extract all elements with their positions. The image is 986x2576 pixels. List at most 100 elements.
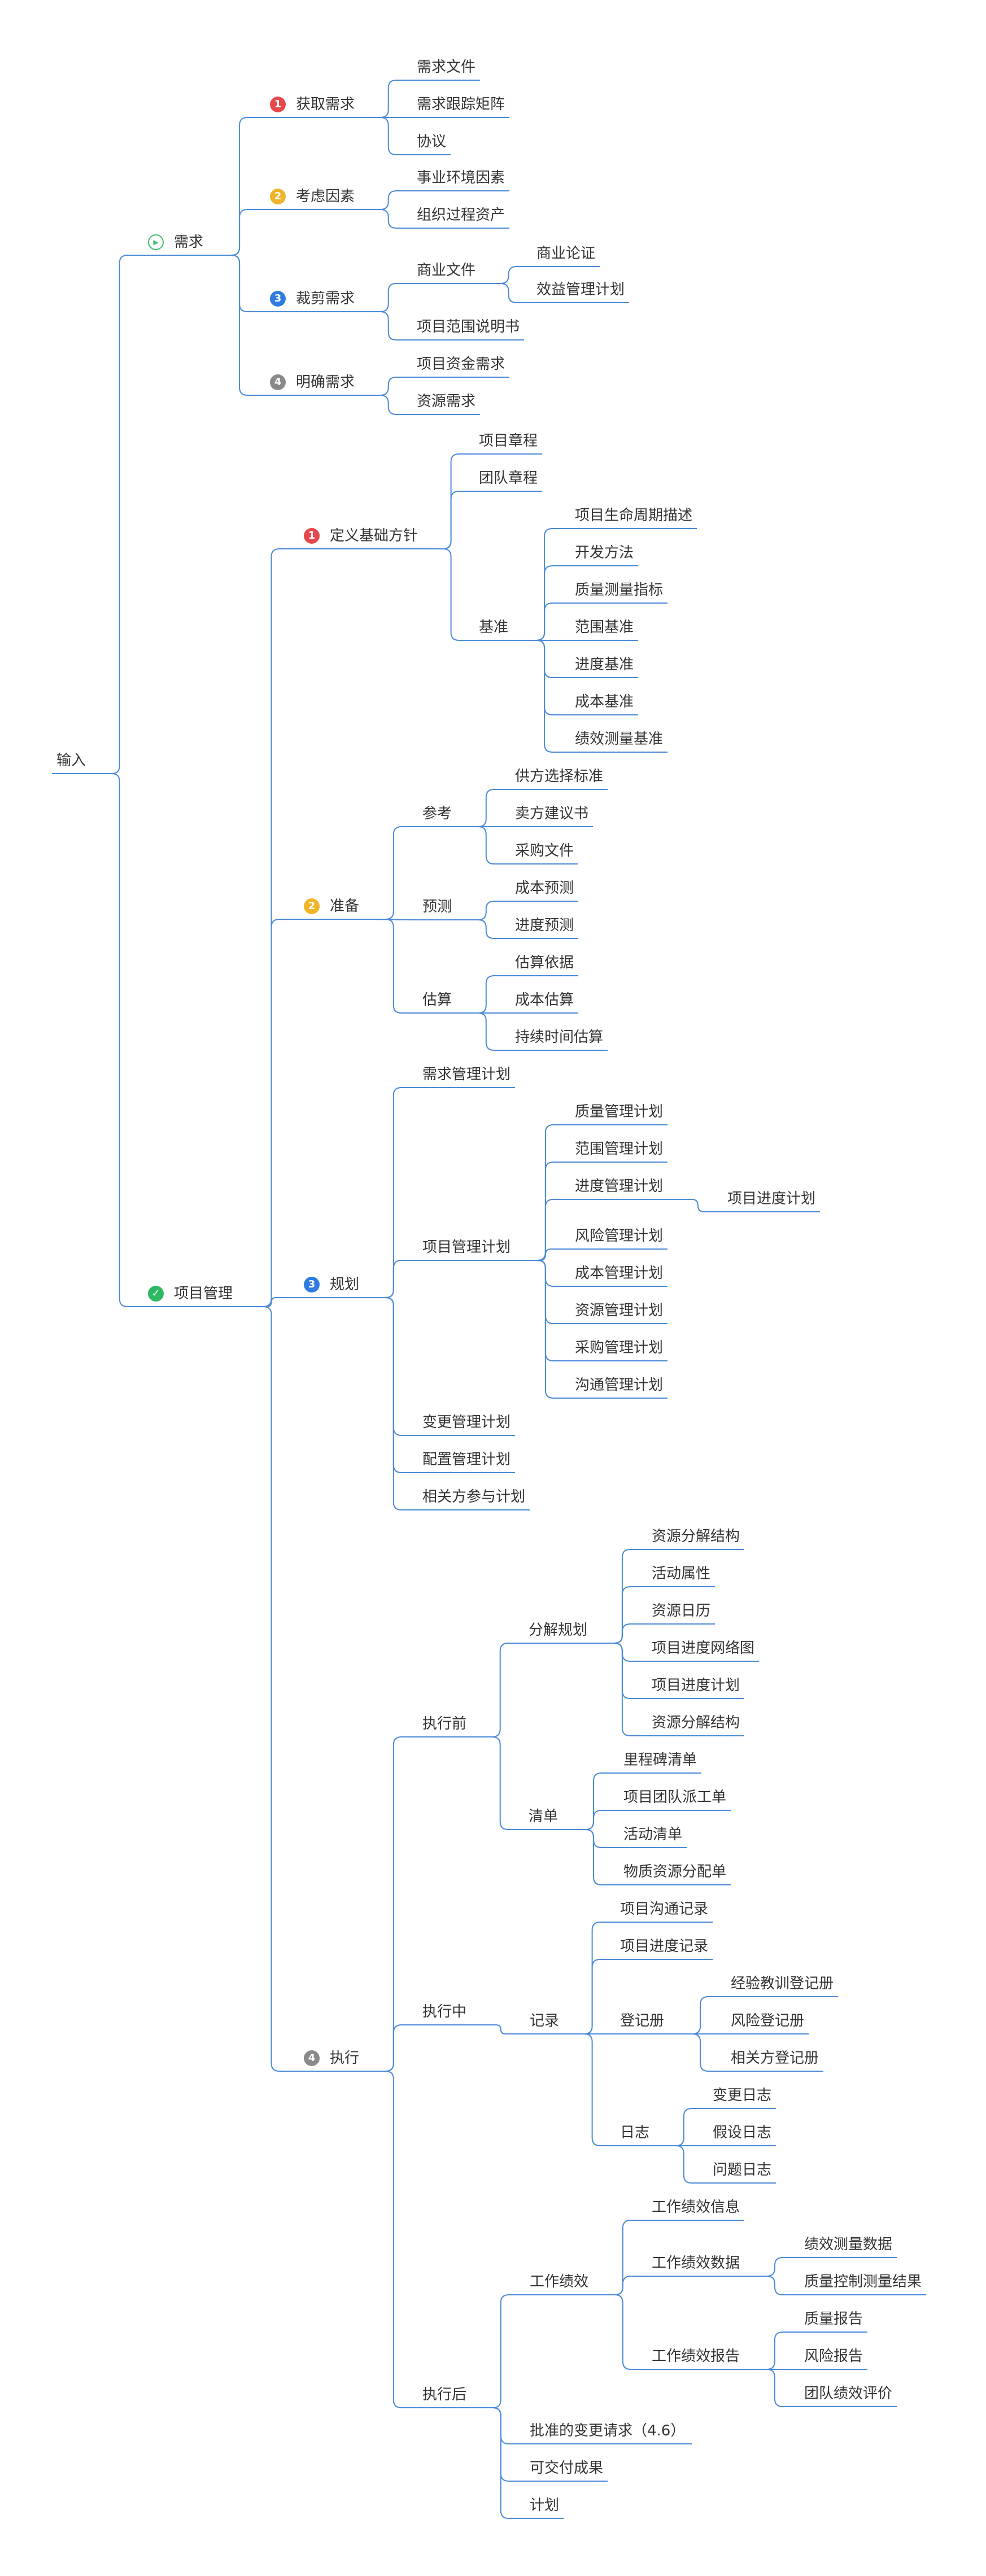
node-reference[interactable]: 参考 (422, 801, 452, 826)
baseline-item-3[interactable]: 质量测量指标 (575, 577, 663, 602)
clarify-item-1[interactable]: 项目资金需求 (417, 351, 505, 376)
business-doc-item-2[interactable]: 效益管理计划 (536, 277, 625, 302)
node-records[interactable]: 记录 (530, 2008, 559, 2033)
node-team-charter[interactable]: 团队章程 (479, 465, 538, 490)
pm-plan-item-4[interactable]: 风险管理计划 (575, 1223, 663, 1248)
register-item-2[interactable]: 风险登记册 (731, 2008, 804, 2033)
node-stakeholder-engagement-plan[interactable]: 相关方参与计划 (422, 1484, 525, 1509)
decompose-item-3[interactable]: 资源日历 (652, 1598, 710, 1623)
node-label: 项目范围说明书 (417, 318, 520, 335)
list-item-4[interactable]: 物质资源分配单 (623, 1859, 726, 1884)
node-work-performance-reports[interactable]: 工作绩效报告 (652, 2343, 740, 2368)
clarify-item-2[interactable]: 资源需求 (417, 388, 475, 413)
node-before-execution[interactable]: 执行前 (422, 1711, 466, 1736)
node-work-performance-data[interactable]: 工作绩效数据 (652, 2250, 740, 2275)
baseline-item-5[interactable]: 进度基准 (575, 652, 634, 676)
node-logs[interactable]: 日志 (620, 2120, 649, 2145)
node-project-management-plan[interactable]: 项目管理计划 (422, 1234, 511, 1259)
node-baseline[interactable]: 基准 (479, 614, 508, 639)
acquire-item-2[interactable]: 需求跟踪矩阵 (417, 91, 505, 116)
decompose-item-1[interactable]: 资源分解结构 (652, 1523, 740, 1548)
consider-item-2[interactable]: 组织过程资产 (417, 202, 505, 227)
pm-plan-item-6[interactable]: 资源管理计划 (575, 1298, 663, 1322)
list-item-1[interactable]: 里程碑清单 (623, 1747, 697, 1772)
node-after-execution[interactable]: 执行后 (422, 2382, 466, 2407)
estimate-item-2[interactable]: 成本估算 (515, 987, 574, 1012)
pm-plan-item-5[interactable]: 成本管理计划 (575, 1260, 663, 1285)
performance-data-item-1[interactable]: 绩效测量数据 (804, 2232, 892, 2256)
node-project-communication-record[interactable]: 项目沟通记录 (620, 1896, 708, 1921)
acquire-item-3[interactable]: 协议 (417, 129, 446, 154)
node-estimate[interactable]: 估算 (422, 987, 452, 1012)
root-node-input[interactable]: 输入 (56, 748, 86, 772)
node-label: 里程碑清单 (623, 1751, 697, 1769)
estimate-item-3[interactable]: 持续时间估算 (515, 1024, 603, 1049)
node-change-management-plan[interactable]: 变更管理计划 (422, 1409, 511, 1434)
pm-plan-item-7[interactable]: 采购管理计划 (575, 1335, 663, 1360)
consider-item-1[interactable]: 事业环境因素 (417, 165, 505, 190)
pm-plan-item-1[interactable]: 质量管理计划 (575, 1099, 663, 1124)
branch-project-management[interactable]: ✓项目管理 (148, 1281, 233, 1306)
node-decompose-planning[interactable]: 分解规划 (529, 1617, 587, 1642)
baseline-item-2[interactable]: 开发方法 (575, 540, 634, 565)
estimate-item-1[interactable]: 估算依据 (515, 950, 574, 975)
node-project-charter[interactable]: 项目章程 (479, 428, 538, 453)
reference-item-2[interactable]: 卖方建议书 (515, 801, 588, 826)
decompose-item-6[interactable]: 资源分解结构 (652, 1710, 740, 1735)
acquire-item-1[interactable]: 需求文件 (417, 54, 475, 79)
node-requirements-management-plan[interactable]: 需求管理计划 (422, 1062, 511, 1086)
log-item-3[interactable]: 问题日志 (713, 2157, 771, 2182)
decompose-item-4[interactable]: 项目进度网络图 (652, 1635, 754, 1660)
node-project-schedule-record[interactable]: 项目进度记录 (620, 1933, 708, 1958)
node-configuration-management-plan[interactable]: 配置管理计划 (422, 1447, 511, 1472)
log-item-1[interactable]: 变更日志 (713, 2082, 771, 2107)
decompose-item-5[interactable]: 项目进度计划 (652, 1673, 740, 1697)
node-work-performance[interactable]: 工作绩效 (530, 2269, 588, 2294)
baseline-item-6[interactable]: 成本基准 (575, 689, 634, 714)
performance-data-item-2[interactable]: 质量控制测量结果 (804, 2269, 922, 2294)
node-label: 绩效测量基准 (575, 730, 664, 748)
performance-report-item-3[interactable]: 团队绩效评价 (804, 2381, 892, 2405)
pm-plan-item-8[interactable]: 沟通管理计划 (575, 1372, 663, 1397)
node-approved-change-requests[interactable]: 批准的变更请求（4.6） (530, 2418, 685, 2443)
node-plan-output[interactable]: 计划 (530, 2492, 559, 2517)
business-doc-item-1[interactable]: 商业论证 (536, 241, 595, 265)
register-item-3[interactable]: 相关方登记册 (731, 2045, 819, 2070)
node-label: 记录 (530, 2012, 560, 2029)
decompose-item-2[interactable]: 活动属性 (652, 1561, 710, 1586)
node-deliverables[interactable]: 可交付成果 (530, 2455, 603, 2480)
baseline-item-7[interactable]: 绩效测量基准 (575, 726, 663, 751)
log-item-2[interactable]: 假设日志 (713, 2120, 771, 2145)
node-registers[interactable]: 登记册 (620, 2008, 664, 2033)
list-item-3[interactable]: 活动清单 (623, 1822, 682, 1846)
pm-plan-item-3[interactable]: 进度管理计划 (575, 1173, 663, 1198)
performance-report-item-2[interactable]: 风险报告 (804, 2343, 863, 2368)
performance-report-item-1[interactable]: 质量报告 (804, 2306, 863, 2331)
node-lists[interactable]: 清单 (529, 1804, 558, 1828)
node-scope-statement[interactable]: 项目范围说明书 (417, 314, 520, 339)
node-project-schedule-plan[interactable]: 项目进度计划 (727, 1186, 815, 1211)
reference-item-3[interactable]: 采购文件 (515, 838, 574, 863)
connector (364, 919, 418, 1014)
forecast-item-2[interactable]: 进度预测 (515, 912, 574, 937)
node-work-performance-info[interactable]: 工作绩效信息 (652, 2194, 740, 2219)
baseline-item-4[interactable]: 范围基准 (575, 614, 634, 639)
pm-plan-item-2[interactable]: 范围管理计划 (575, 1136, 663, 1161)
list-item-2[interactable]: 项目团队派工单 (623, 1784, 726, 1809)
reference-item-1[interactable]: 供方选择标准 (515, 763, 603, 788)
register-item-1[interactable]: 经验教训登记册 (731, 1971, 834, 1996)
branch-requirements[interactable]: ▶需求 (148, 229, 203, 254)
node-business-documents[interactable]: 商业文件 (417, 257, 475, 282)
baseline-item-1[interactable]: 项目生命周期描述 (575, 503, 692, 527)
node-forecast[interactable]: 预测 (422, 894, 452, 919)
forecast-item-1[interactable]: 成本预测 (515, 875, 574, 900)
node-during-execution[interactable]: 执行中 (422, 1999, 466, 2024)
